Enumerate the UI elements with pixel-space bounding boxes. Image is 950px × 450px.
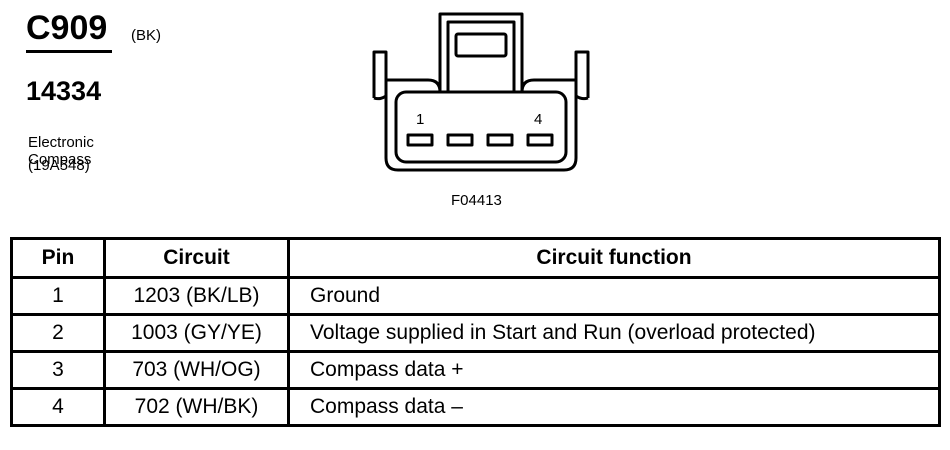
- left-ear: [372, 50, 388, 98]
- component-part-number: (19A548): [28, 157, 90, 174]
- pin-cell: 3: [10, 350, 106, 390]
- circuit-cell: 1003 (GY/YE): [103, 313, 290, 353]
- table-row: 3 703 (WH/OG) Compass data +: [10, 350, 941, 390]
- connector-housing: [384, 80, 578, 172]
- part-number: 14334: [26, 76, 102, 106]
- circuit-cell: 1203 (BK/LB): [103, 276, 290, 316]
- connector-color: (BK): [131, 27, 161, 44]
- pin-slot-3: [486, 133, 514, 147]
- header-circuit-function: Circuit function: [287, 237, 941, 279]
- connector-face-diagram: 1 4: [372, 12, 590, 172]
- pinout-table: Pin Circuit Circuit function 1 1203 (BK/…: [10, 237, 941, 427]
- pin-slot-2: [446, 133, 474, 147]
- terminal-cavity: [394, 90, 568, 164]
- component-name: Electronic Compass: [28, 134, 94, 168]
- function-cell: Compass data +: [287, 350, 941, 390]
- pin-slot-1: [406, 133, 434, 147]
- function-cell: Ground: [287, 276, 941, 316]
- circuit-cell: 702 (WH/BK): [103, 387, 290, 427]
- header-circuit: Circuit: [103, 237, 290, 279]
- pin-slot-4: [526, 133, 554, 147]
- table-row: 1 1203 (BK/LB) Ground: [10, 276, 941, 316]
- table-row: 2 1003 (GY/YE) Voltage supplied in Start…: [10, 313, 941, 353]
- connector-id: C909: [26, 8, 112, 53]
- latch-tab: [454, 32, 508, 58]
- figure-code: F04413: [451, 192, 502, 209]
- circuit-cell: 703 (WH/OG): [103, 350, 290, 390]
- header-pin: Pin: [10, 237, 106, 279]
- pin-label-4: 4: [534, 111, 542, 128]
- function-cell: Compass data –: [287, 387, 941, 427]
- locking-latch: [438, 12, 524, 92]
- table-header-row: Pin Circuit Circuit function: [10, 237, 941, 279]
- pin-cell: 1: [10, 276, 106, 316]
- pin-cell: 4: [10, 387, 106, 427]
- right-ear: [574, 50, 590, 98]
- function-cell: Voltage supplied in Start and Run (overl…: [287, 313, 941, 353]
- pin-label-1: 1: [416, 111, 424, 128]
- pin-cell: 2: [10, 313, 106, 353]
- table-row: 4 702 (WH/BK) Compass data –: [10, 387, 941, 427]
